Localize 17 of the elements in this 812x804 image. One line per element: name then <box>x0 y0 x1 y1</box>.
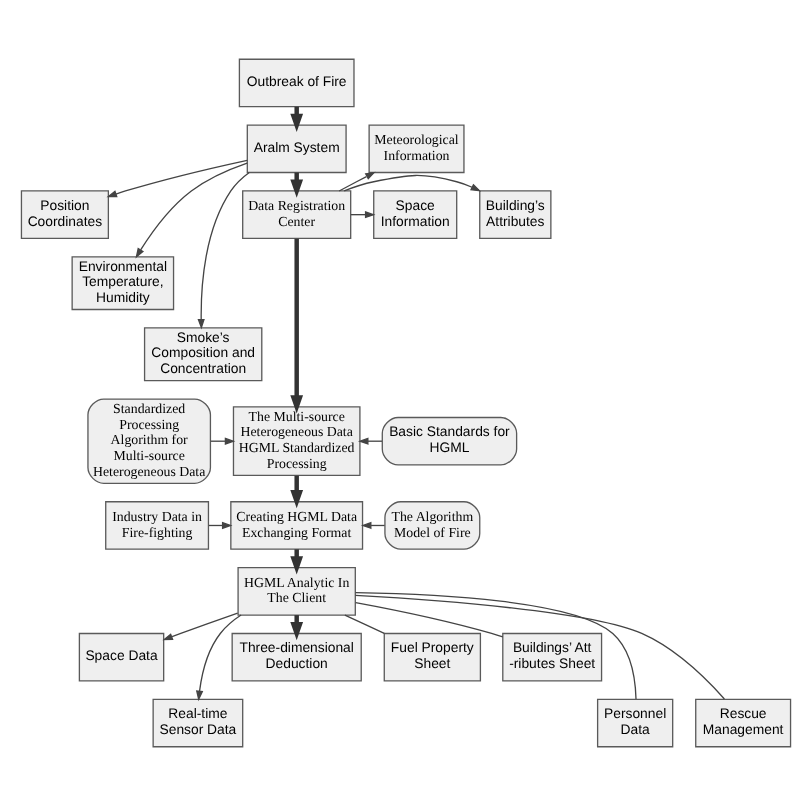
arrow <box>290 614 304 640</box>
connector <box>344 613 385 634</box>
arrow <box>290 171 304 197</box>
arrow <box>197 170 250 329</box>
arrow <box>195 613 242 701</box>
connector <box>354 593 726 699</box>
arrow <box>343 173 482 191</box>
arrow <box>290 237 304 413</box>
arrow <box>290 548 304 574</box>
arrow <box>290 105 304 131</box>
arrow <box>162 611 239 640</box>
connector <box>354 590 637 699</box>
arrow <box>106 158 248 197</box>
connector <box>355 601 504 637</box>
arrow <box>135 161 248 258</box>
arrow <box>338 170 376 191</box>
arrow <box>290 474 304 508</box>
